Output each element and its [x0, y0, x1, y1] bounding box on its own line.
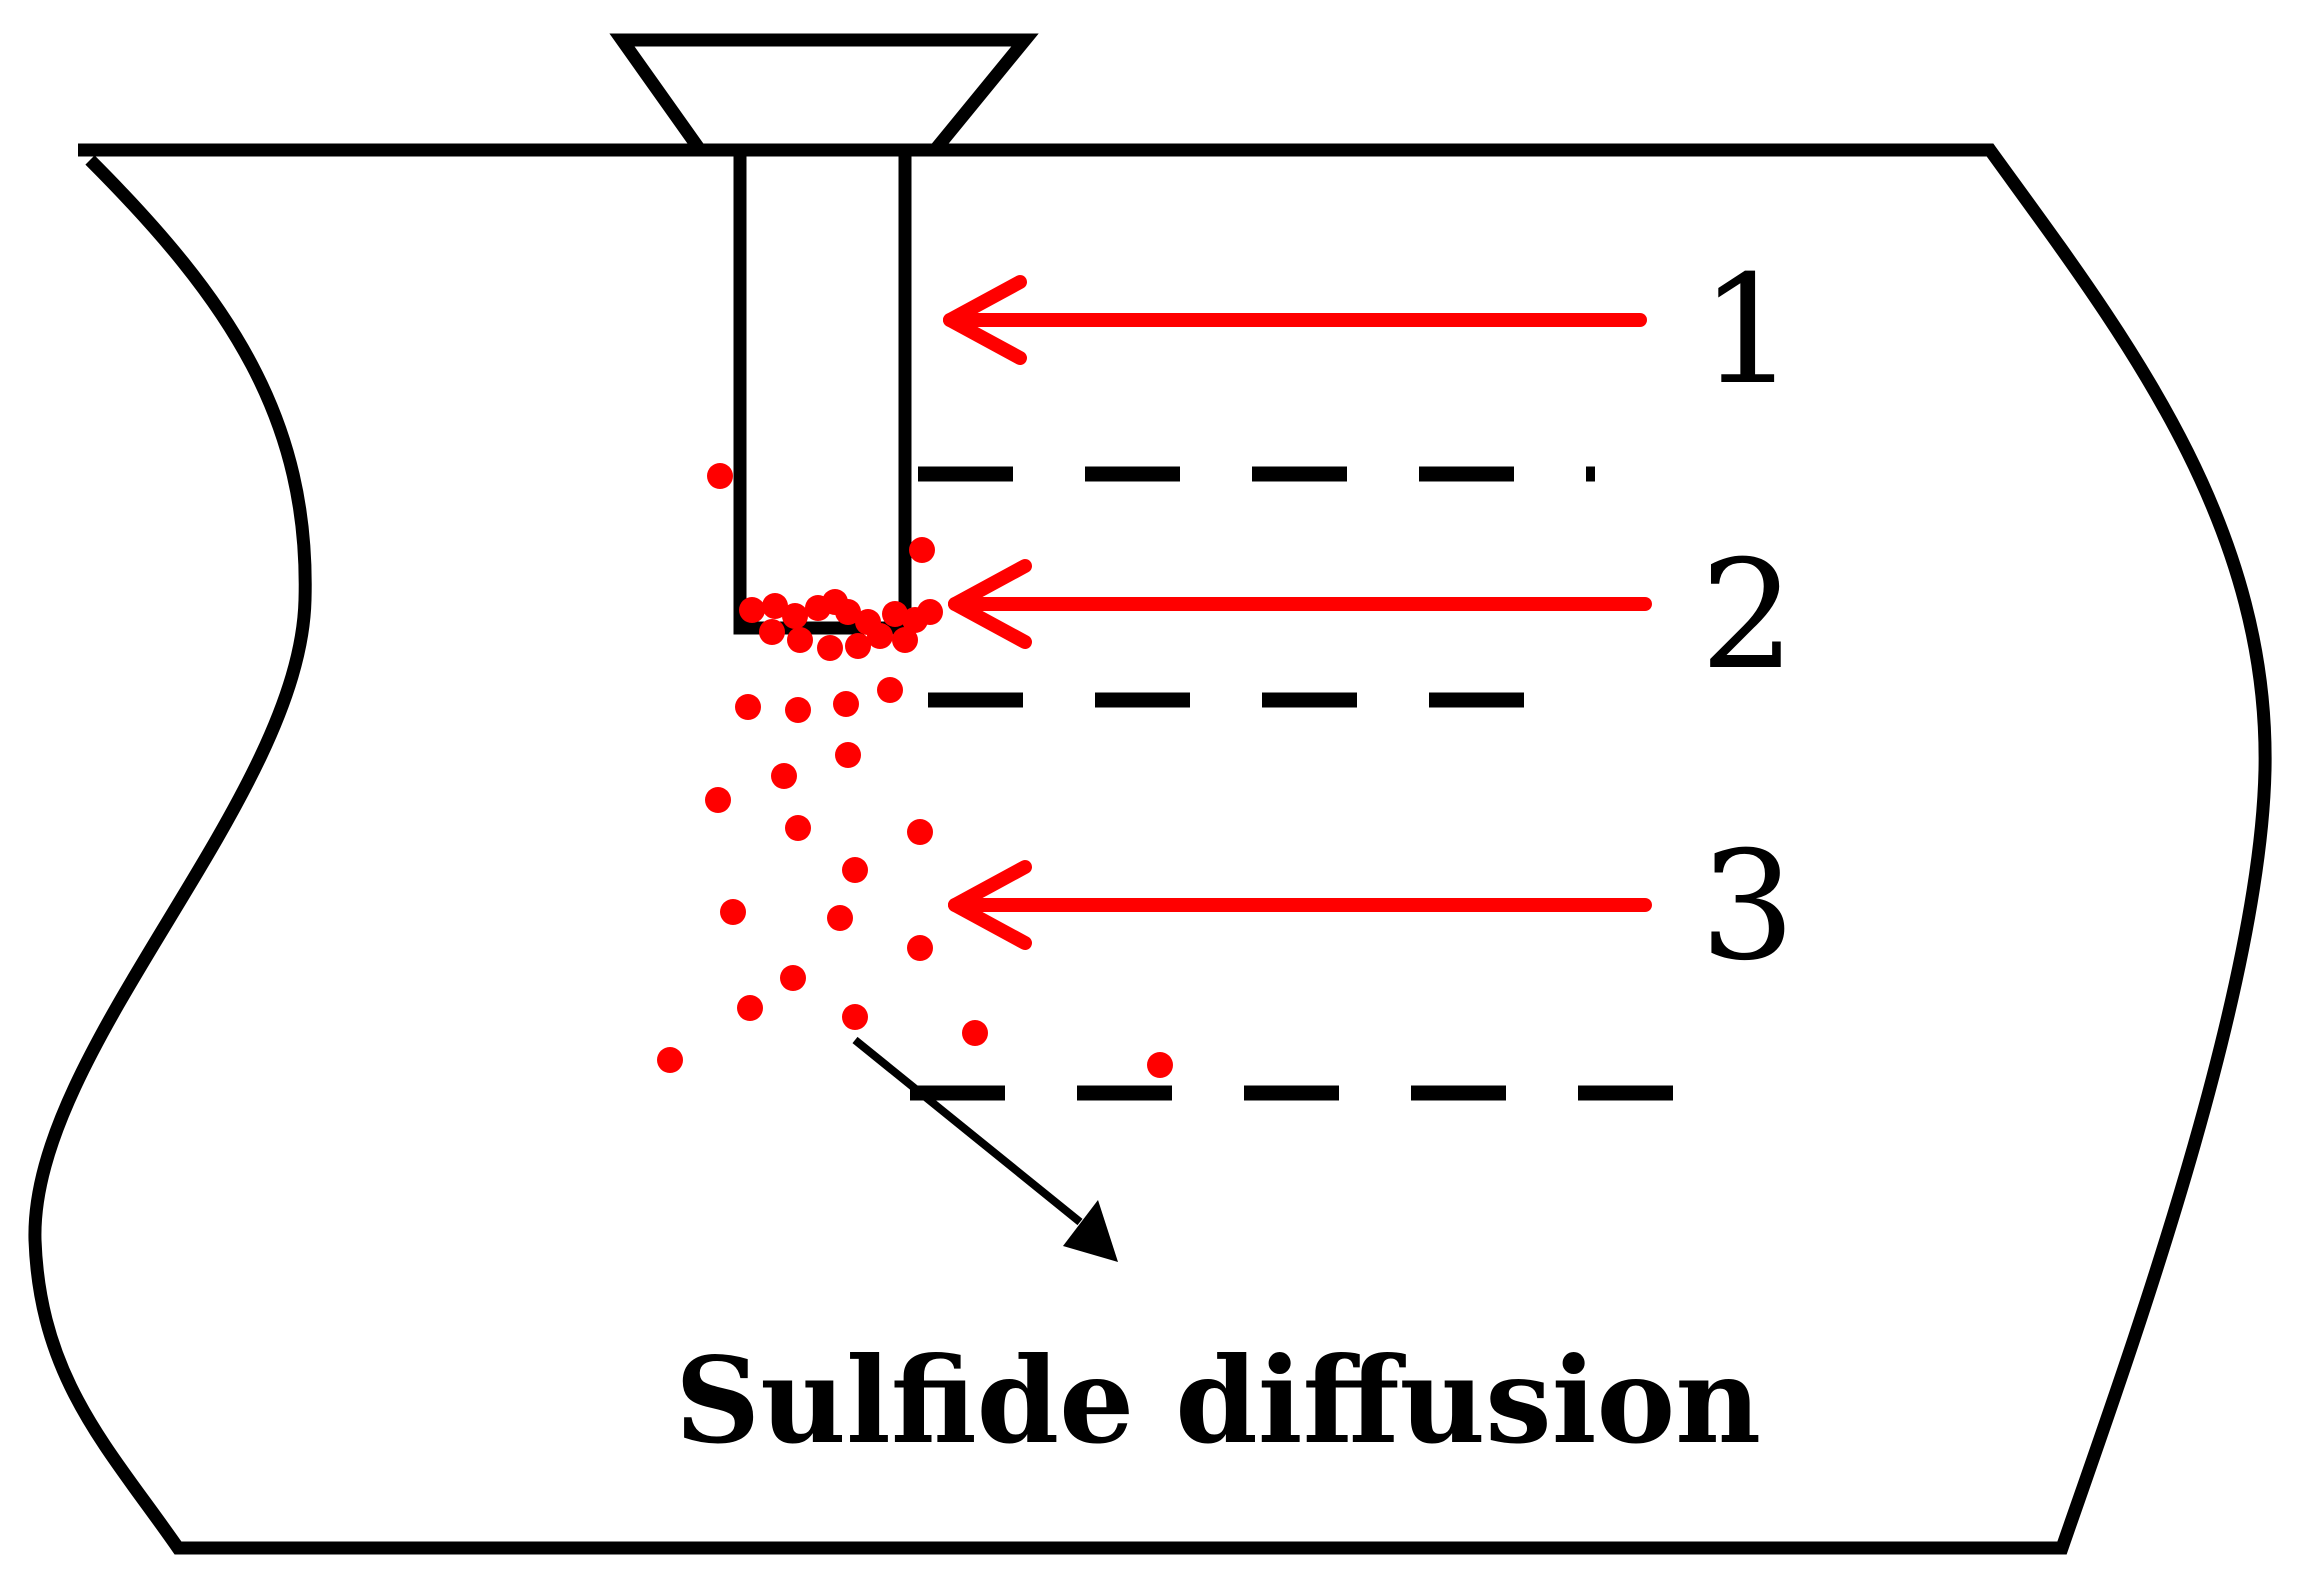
sulfide-particle	[735, 694, 761, 720]
sulfide-particle	[817, 635, 843, 661]
sulfide-particle	[782, 603, 808, 629]
sulfide-particle	[892, 627, 918, 653]
sulfide-particle	[917, 599, 943, 625]
bore	[733, 150, 912, 635]
sulfide-particle	[780, 965, 806, 991]
zone-3-label: 3	[1700, 820, 1795, 994]
sulfide-particle	[1147, 1052, 1173, 1078]
funnel-head	[609, 33, 1039, 155]
diffusion-caption: Sulfide diffusion	[675, 1331, 1761, 1470]
sulfide-particle	[842, 857, 868, 883]
sulfide-particle	[882, 601, 908, 627]
sulfide-particle	[759, 619, 785, 645]
sulfide-particle	[739, 597, 765, 623]
sulfide-particle	[771, 763, 797, 789]
block-outline	[28, 143, 2272, 1555]
sulfide-particle	[877, 677, 903, 703]
sulfide-particle	[867, 623, 893, 649]
sulfide-particle	[787, 627, 813, 653]
sulfide-particle	[835, 599, 861, 625]
sulfide-particle	[827, 905, 853, 931]
sulfide-particle	[909, 537, 935, 563]
sulfide-particle	[657, 1047, 683, 1073]
zone-2-label: 2	[1700, 529, 1795, 703]
sulfide-particle	[762, 593, 788, 619]
sulfide-particle	[720, 899, 746, 925]
sulfide-particle	[785, 697, 811, 723]
zone-1-arrow	[943, 275, 1647, 365]
sulfide-particle	[785, 815, 811, 841]
zone-2-arrow	[948, 559, 1652, 649]
diffusion-arrow	[852, 1036, 1118, 1262]
sulfide-particle	[907, 819, 933, 845]
zone-1-label: 1	[1700, 244, 1795, 418]
sulfide-particle	[737, 995, 763, 1021]
sulfide-particle	[705, 787, 731, 813]
sulfide-particle	[842, 1004, 868, 1030]
zone-3-arrow	[948, 860, 1652, 950]
sulfide-particles	[657, 463, 1173, 1078]
sulfide-particle	[707, 463, 733, 489]
sulfide-particle	[962, 1020, 988, 1046]
sulfide-particle	[907, 935, 933, 961]
sulfide-particle	[833, 691, 859, 717]
sulfide-particle	[835, 742, 861, 768]
sulfide-particle	[845, 633, 871, 659]
